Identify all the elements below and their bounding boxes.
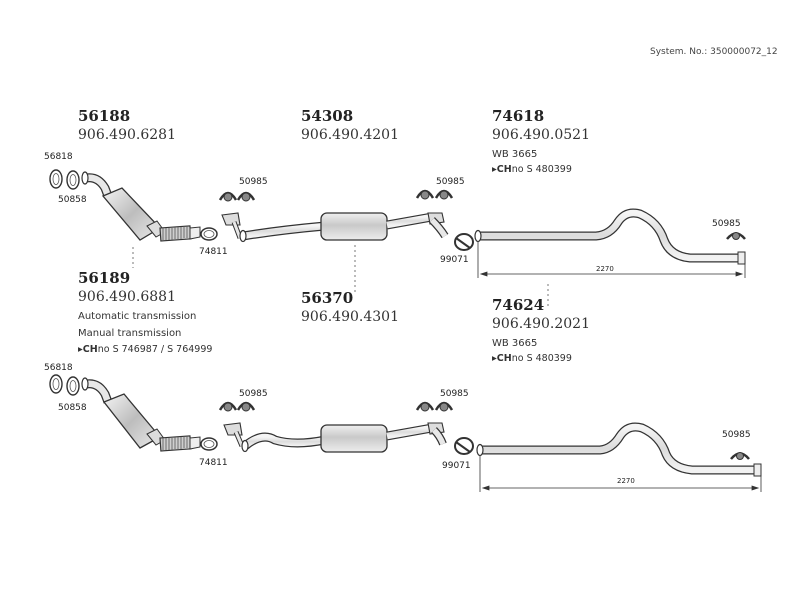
callout-clamp-b-2: 50985 — [440, 389, 469, 399]
small-clamp-part-2 — [200, 437, 218, 451]
oem-number-rear-2: 906.490.2021 — [492, 316, 590, 332]
oem-number-mid-2: 906.490.4301 — [301, 309, 399, 325]
guide-lines-1 — [132, 245, 549, 306]
system-number: System. No.: 350000072_12 — [650, 47, 778, 57]
chassis-rear-2: ▸CHno S 480399 — [492, 353, 572, 364]
callout-small-clamp-1: 74811 — [199, 247, 228, 257]
clamp-part-a — [218, 191, 256, 202]
rear-pipe-part-2 — [476, 422, 762, 477]
callout-clamp-a-2: 50985 — [239, 389, 268, 399]
oem-number-front-1: 906.490.6281 — [78, 127, 176, 143]
callout-clamp-c-2: 50985 — [722, 430, 751, 440]
ch-prefix-rear-1: CH — [496, 164, 512, 175]
callout-rear-clamp-1: 99071 — [440, 255, 469, 265]
chassis-front-2: ▸CHno S 746987 / S 764999 — [78, 344, 213, 355]
ch-text-rear-2: no S 480399 — [511, 353, 572, 364]
rear-clamp-part-2 — [454, 437, 474, 455]
wheelbase-rear-1: WB 3665 — [492, 149, 538, 160]
part-number-mid-2: 56370 — [301, 289, 354, 307]
callout-clamp-a-1: 50985 — [239, 177, 268, 187]
dimension-line-1 — [477, 242, 746, 278]
dimension-label-2: 2270 — [617, 477, 635, 485]
wheelbase-rear-2: WB 3665 — [492, 338, 538, 349]
rear-clamp-part — [454, 233, 474, 251]
callout-clamp-b-1: 50985 — [436, 177, 465, 187]
oem-number-mid-1: 906.490.4201 — [301, 127, 399, 143]
callout-gasket-2: 56818 — [44, 363, 73, 373]
front-pipe-part-2 — [81, 377, 201, 452]
callout-gasket-1: 56818 — [44, 152, 73, 162]
rear-pipe-part — [474, 208, 746, 265]
oem-number-front-2: 906.490.6881 — [78, 289, 176, 305]
callout-small-clamp-2: 74811 — [199, 458, 228, 468]
middle-pipe-part-2 — [223, 422, 447, 453]
ch-prefix-front-2: CH — [82, 344, 98, 355]
front-pipe-part — [81, 171, 201, 242]
clamp-part-a-2 — [218, 401, 256, 412]
ch-text-rear-1: no S 480399 — [511, 164, 572, 175]
small-clamp-part — [200, 227, 218, 241]
gasket-part-2 — [49, 374, 80, 396]
part-number-front-1: 56188 — [78, 107, 131, 125]
middle-pipe-part — [221, 212, 449, 243]
note-automatic: Automatic transmission — [78, 311, 197, 322]
ch-text-front-2: no S 746987 / S 764999 — [97, 344, 213, 355]
part-number-front-2: 56189 — [78, 269, 131, 287]
callout-ring-2: 50858 — [58, 403, 87, 413]
chassis-rear-1: ▸CHno S 480399 — [492, 164, 572, 175]
callout-clamp-c-1: 50985 — [712, 219, 741, 229]
part-number-rear-2: 74624 — [492, 296, 545, 314]
callout-rear-clamp-2: 99071 — [442, 461, 471, 471]
gasket-part — [49, 169, 80, 190]
dimension-line-2 — [479, 456, 762, 492]
dimension-label-1: 2270 — [596, 265, 614, 273]
oem-number-rear-1: 906.490.0521 — [492, 127, 590, 143]
callout-ring-1: 50858 — [58, 195, 87, 205]
part-number-mid-1: 54308 — [301, 107, 354, 125]
note-manual: Manual transmission — [78, 328, 182, 339]
clamp-part-b — [415, 189, 454, 200]
part-number-rear-1: 74618 — [492, 107, 545, 125]
ch-prefix-rear-2: CH — [496, 353, 512, 364]
assembly-row-1 — [49, 169, 746, 306]
assembly-row-2 — [49, 374, 762, 492]
clamp-part-b-2 — [415, 401, 454, 412]
